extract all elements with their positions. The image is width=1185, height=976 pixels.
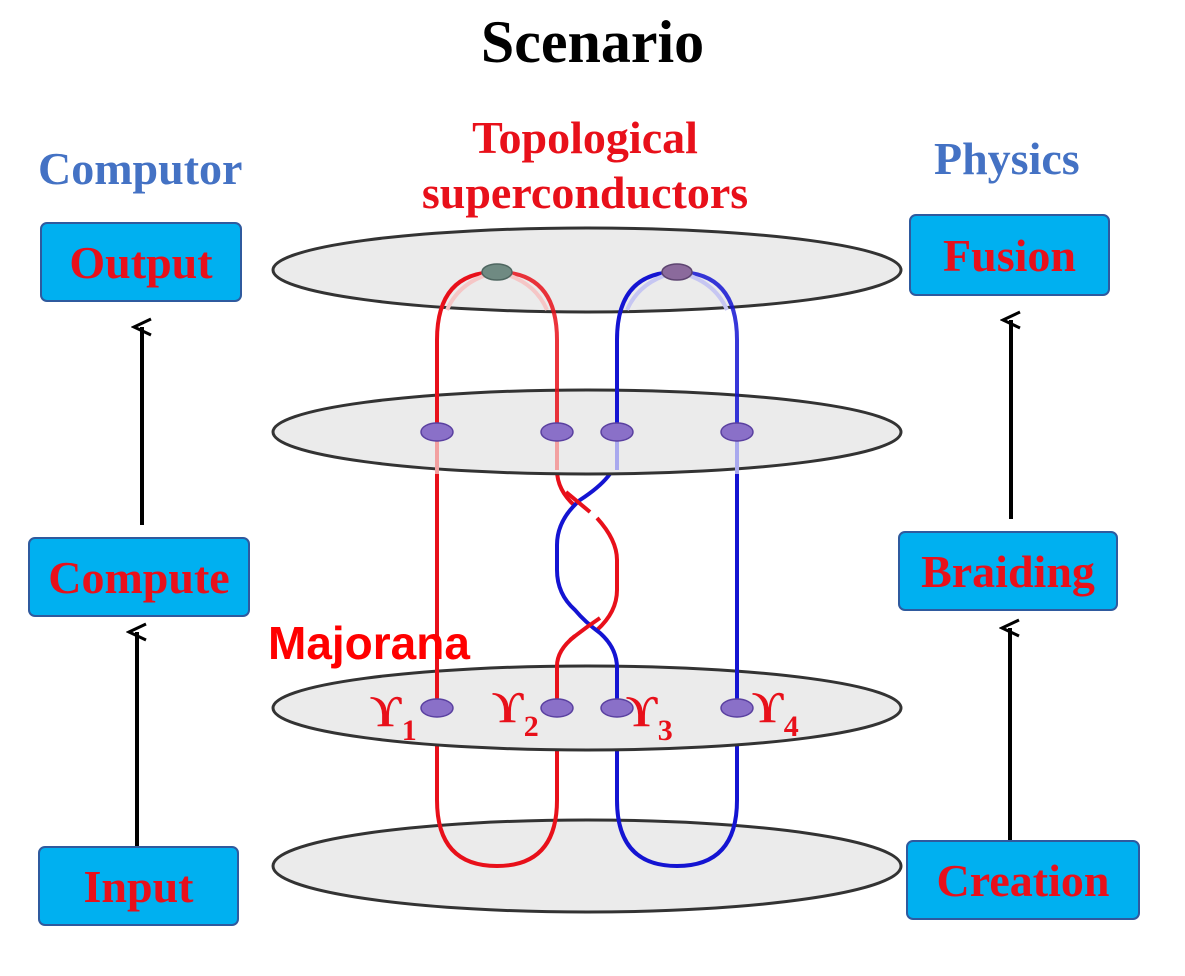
topological-line: Topological: [472, 112, 698, 163]
gamma-2-label: ϒ2: [492, 683, 539, 743]
majorana-anyon-3: [600, 698, 634, 718]
middle-disk: [271, 388, 903, 476]
braiding-box: Braiding: [898, 531, 1118, 611]
gamma-3-label: ϒ3: [626, 687, 673, 747]
compute-box: Compute: [28, 537, 250, 617]
red-braid-crossing-1: [568, 616, 602, 642]
majorana-anyon-2: [540, 698, 574, 718]
topological-superconductors-heading: Topological superconductors: [340, 110, 830, 220]
top-disk: [271, 226, 903, 314]
physics-heading: Physics: [934, 133, 1080, 184]
superconductors-line: superconductors: [421, 167, 749, 219]
output-box: Output: [40, 222, 242, 302]
red-creation-loop: [435, 708, 559, 869]
majorana-anyon-1: [420, 698, 454, 718]
computor-heading: Computor: [38, 143, 243, 194]
majorana-label: Majorana: [268, 617, 470, 669]
creation-box: Creation: [906, 840, 1140, 920]
anyon-middle-4: [720, 422, 754, 442]
anyon-middle-1: [420, 422, 454, 442]
majorana-anyon-4: [720, 698, 754, 718]
red-braid-middle: [595, 516, 619, 632]
diagram-title: Scenario: [480, 9, 705, 75]
blue-creation-loop: [615, 708, 739, 869]
fused-particle-purple: [661, 263, 693, 281]
gamma-1-label: ϒ1: [370, 687, 417, 747]
blue-braid-strand: [555, 432, 619, 708]
bottom-disk: [271, 818, 903, 914]
fused-particle-trivial: [481, 263, 513, 281]
gamma-4-label: ϒ4: [752, 683, 799, 743]
anyon-middle-3: [600, 422, 634, 442]
majorana-disk: [271, 664, 903, 752]
anyon-middle-2: [540, 422, 574, 442]
red-braid-crossing-2: [564, 490, 592, 514]
input-box: Input: [38, 846, 239, 926]
fusion-box: Fusion: [909, 214, 1110, 296]
